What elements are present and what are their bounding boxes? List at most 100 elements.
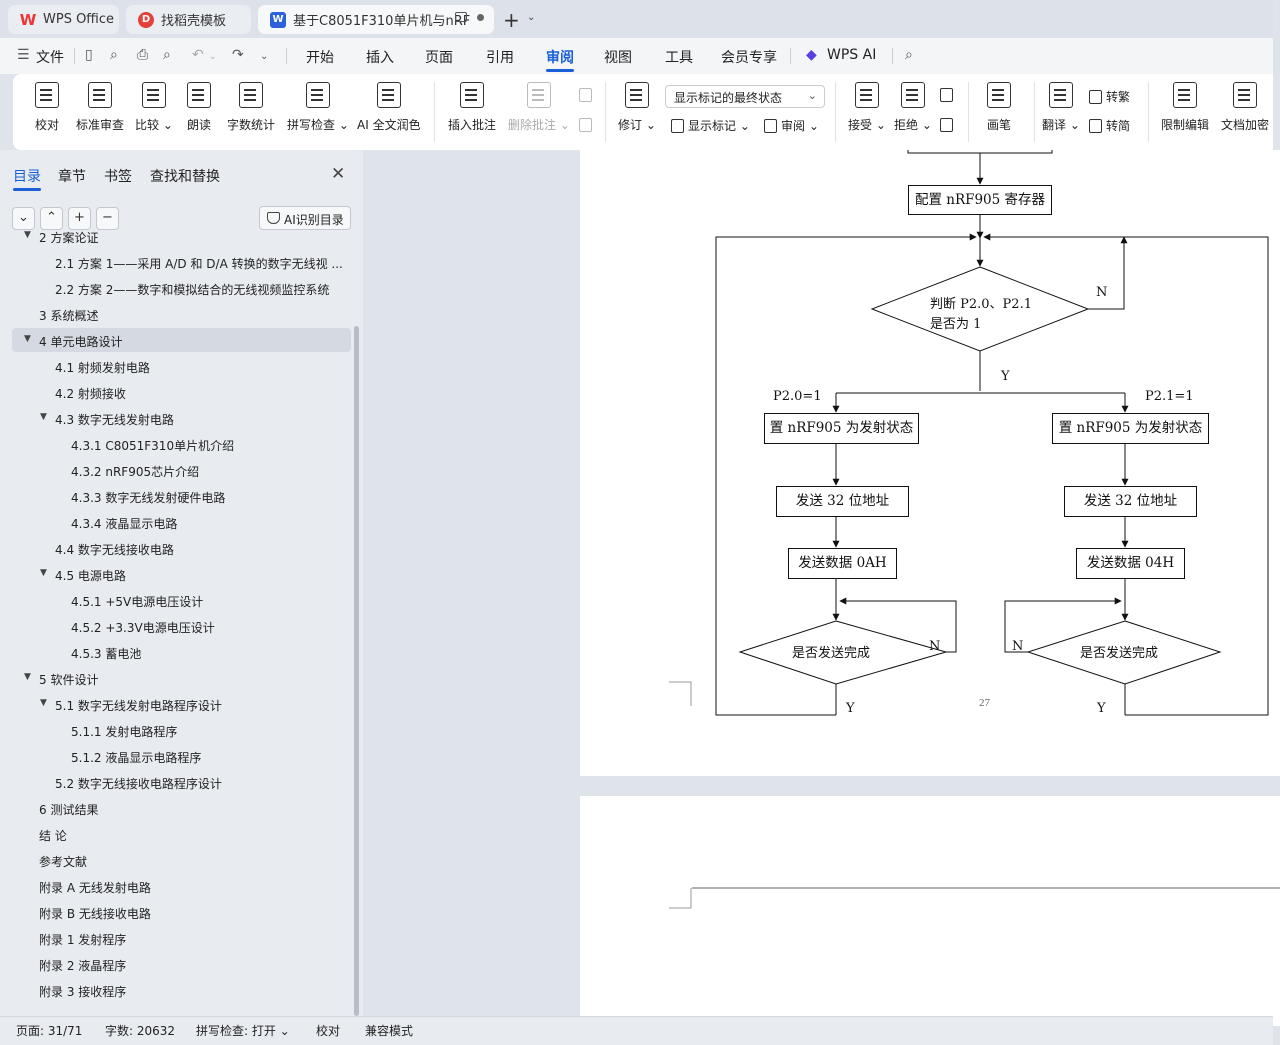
markup-display-select[interactable]: 显示标记的最终状态 ⌄: [665, 85, 825, 108]
toc-item[interactable]: 5.1.1 发射电路程序: [0, 718, 352, 742]
menu-file[interactable]: 文件: [36, 50, 64, 66]
menu-references[interactable]: 引用: [486, 50, 514, 66]
menu-view[interactable]: 视图: [604, 50, 632, 66]
toc-item[interactable]: ▼5.1 数字无线发射电路程序设计: [0, 692, 352, 716]
print-preview-icon[interactable]: ⌕: [163, 47, 171, 63]
proofread-button[interactable]: 校对: [35, 82, 59, 133]
to-traditional-button[interactable]: 转繁: [1089, 88, 1130, 105]
tab-bookmarks[interactable]: 书签: [104, 169, 132, 185]
toc-item[interactable]: 附录 2 液晶程序: [0, 952, 352, 976]
add-heading-button[interactable]: +: [68, 207, 91, 230]
reject-button[interactable]: 拒绝 ⌄: [894, 82, 932, 133]
status-page[interactable]: 页面: 31/71: [16, 1024, 83, 1038]
restrict-edit-button[interactable]: 限制编辑: [1161, 82, 1209, 133]
toc-item[interactable]: 4.3.2 nRF905芯片介绍: [0, 458, 352, 482]
toc-scrollbar[interactable]: [354, 326, 359, 1016]
delete-comment-button[interactable]: 删除批注 ⌄: [508, 82, 570, 133]
tab-wps-office[interactable]: W WPS Office: [8, 5, 119, 34]
accept-button[interactable]: 接受 ⌄: [848, 82, 886, 133]
toc-item[interactable]: ▼4.5 电源电路: [0, 562, 352, 586]
toc-item[interactable]: ▼5 软件设计: [0, 666, 352, 690]
toc-item[interactable]: 2.2 方案 2——数字和模拟结合的无线视频监控系统: [0, 276, 352, 300]
read-aloud-button[interactable]: 朗读: [187, 82, 211, 133]
search-doc-icon[interactable]: ⌕: [110, 47, 118, 63]
toc-item[interactable]: 结 论: [0, 822, 352, 846]
toc-expand-toggle-icon[interactable]: ▼: [40, 412, 47, 422]
toc-expand-toggle-icon[interactable]: ▼: [24, 672, 31, 682]
toc-item[interactable]: 4.5.2 +3.3V电源电压设计: [0, 614, 352, 638]
toc-expand-toggle-icon[interactable]: ▼: [40, 698, 47, 708]
review-pane-button[interactable]: 审阅 ⌄: [764, 117, 819, 134]
ai-detect-toc-button[interactable]: AI识别目录: [259, 206, 351, 230]
toc-item[interactable]: 3 系统概述: [0, 302, 352, 326]
show-markup-button[interactable]: 显示标记 ⌄: [671, 117, 750, 134]
collapse-button[interactable]: ⌃: [40, 207, 63, 230]
more-commands-icon[interactable]: ⌄: [260, 51, 269, 62]
tab-list-chevron-icon[interactable]: ⌄: [527, 12, 536, 23]
toc-item[interactable]: ▼4.3 数字无线发射电路: [0, 406, 352, 430]
toc-item[interactable]: 4.1 射频发射电路: [0, 354, 352, 378]
menu-review[interactable]: 审阅: [546, 50, 574, 66]
print-icon[interactable]: ⎙: [137, 47, 149, 63]
undo-icon[interactable]: ↶: [192, 47, 204, 63]
toc-item[interactable]: 4.5.1 +5V电源电压设计: [0, 588, 352, 612]
save-icon[interactable]: ▯: [85, 47, 93, 63]
menu-page[interactable]: 页面: [425, 50, 453, 66]
toc-item[interactable]: 附录 3 接收程序: [0, 978, 352, 1002]
document-canvas[interactable]: 配置 nRF905 寄存器 判断 P2.0、P2.1 是否为 1 N Y P2.…: [363, 150, 1280, 1026]
toc-item[interactable]: 6 测试结果: [0, 796, 352, 820]
menu-member[interactable]: 会员专享: [721, 50, 777, 66]
toc-expand-toggle-icon[interactable]: ▼: [24, 334, 31, 344]
redo-icon[interactable]: ↷: [232, 47, 244, 63]
menu-wps-ai[interactable]: WPS AI: [827, 47, 877, 63]
document-page-next[interactable]: [580, 796, 1280, 1026]
toc-item[interactable]: 附录 1 发射程序: [0, 926, 352, 950]
menu-tools[interactable]: 工具: [665, 50, 693, 66]
toc-item[interactable]: ▼4 单元电路设计: [12, 328, 351, 352]
toc-item[interactable]: ▼2 方案论证: [0, 224, 352, 248]
tab-toc[interactable]: 目录: [13, 169, 41, 185]
menu-home[interactable]: 开始: [306, 50, 334, 66]
toc-item[interactable]: 4.3.1 C8051F310单片机介绍: [0, 432, 352, 456]
search-icon[interactable]: ⌕: [905, 47, 913, 63]
toc-item[interactable]: 4.2 射频接收: [0, 380, 352, 404]
undo-dropdown-icon[interactable]: ⌄: [209, 52, 217, 62]
previous-comment-icon[interactable]: [579, 88, 596, 102]
track-changes-button[interactable]: 修订 ⌄: [618, 82, 656, 133]
tab-chapters[interactable]: 章节: [58, 169, 86, 185]
status-spell-check[interactable]: 拼写检查: 打开 ⌄: [196, 1024, 290, 1038]
toc-expand-toggle-icon[interactable]: ▼: [24, 230, 31, 240]
to-simplified-button[interactable]: 转简: [1089, 117, 1130, 134]
document-page[interactable]: 配置 nRF905 寄存器 判断 P2.0、P2.1 是否为 1 N Y P2.…: [580, 150, 1280, 776]
toc-item[interactable]: 附录 B 无线接收电路: [0, 900, 352, 924]
insert-comment-button[interactable]: 插入批注: [448, 82, 496, 133]
encrypt-button[interactable]: 文档加密: [1221, 82, 1269, 133]
toc-expand-toggle-icon[interactable]: ▼: [40, 568, 47, 578]
toc-item[interactable]: 5.2 数字无线接收电路程序设计: [0, 770, 352, 794]
tab-document[interactable]: W 基于C8051F310单片机与nRF: [258, 5, 494, 34]
status-proofread[interactable]: 校对: [316, 1024, 341, 1038]
unsaved-dot-icon[interactable]: [477, 14, 484, 21]
menu-insert[interactable]: 插入: [366, 50, 394, 66]
next-change-icon[interactable]: [940, 118, 957, 132]
next-comment-icon[interactable]: [579, 118, 596, 132]
tab-find-replace[interactable]: 查找和替换: [150, 169, 220, 185]
hamburger-icon[interactable]: ☰: [17, 47, 30, 63]
pen-button[interactable]: 画笔: [987, 82, 1011, 133]
compare-button[interactable]: 比较 ⌄: [135, 82, 173, 133]
close-panel-icon[interactable]: ✕: [331, 164, 346, 184]
spell-check-button[interactable]: 拼写检查 ⌄: [287, 82, 349, 133]
toc-item[interactable]: 4.3.4 液晶显示电路: [0, 510, 352, 534]
toc-item[interactable]: 参考文献: [0, 848, 352, 872]
standard-review-button[interactable]: 标准审查: [76, 82, 124, 133]
remove-heading-button[interactable]: −: [96, 207, 119, 230]
toc-item[interactable]: 附录 A 无线发射电路: [0, 874, 352, 898]
new-tab-plus-icon[interactable]: +: [503, 8, 520, 32]
toc-item[interactable]: 2.1 方案 1——采用 A/D 和 D/A 转换的数字无线视 ...: [0, 250, 352, 274]
toc-item[interactable]: 4.4 数字无线接收电路: [0, 536, 352, 560]
translate-button[interactable]: 翻译 ⌄: [1042, 82, 1080, 133]
previous-change-icon[interactable]: [940, 88, 957, 102]
ai-polish-button[interactable]: AI 全文润色: [357, 82, 421, 133]
status-word-count[interactable]: 字数: 20632: [105, 1024, 176, 1038]
toc-item[interactable]: 4.3.3 数字无线发射硬件电路: [0, 484, 352, 508]
